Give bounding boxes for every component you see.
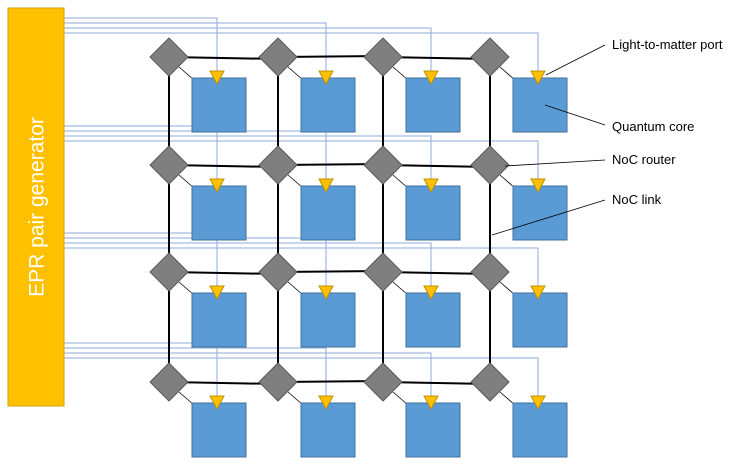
epr-line xyxy=(64,22,327,75)
down-triangle-icon xyxy=(530,178,546,194)
light-to-matter-ports xyxy=(209,70,546,411)
down-triangle-icon xyxy=(318,178,334,194)
down-triangle-icon xyxy=(318,70,334,86)
square-core-icon xyxy=(512,292,568,348)
square-core-icon xyxy=(405,77,461,133)
noc-routers xyxy=(149,37,510,402)
diamond-icon xyxy=(149,252,189,292)
down-triangle-icon xyxy=(530,70,546,86)
annotation-link: NoC link xyxy=(612,192,662,207)
annotation-port: Light-to-matter port xyxy=(612,37,723,52)
diamond-icon xyxy=(258,145,298,185)
diamond-icon xyxy=(149,362,189,402)
diamond-icon xyxy=(149,145,189,185)
diamond-icon xyxy=(258,362,298,402)
annotation-core: Quantum core xyxy=(612,119,694,134)
epr-pair-generator-label: EPR pair generator xyxy=(26,117,49,297)
epr-line xyxy=(64,135,432,183)
square-core-icon xyxy=(191,77,247,133)
square-core-icon xyxy=(300,185,356,241)
down-triangle-icon xyxy=(423,395,439,411)
square-core-icon xyxy=(512,185,568,241)
down-triangle-icon xyxy=(209,285,225,301)
square-core-icon xyxy=(405,292,461,348)
square-core-icon xyxy=(300,402,356,458)
down-triangle-icon xyxy=(423,285,439,301)
down-triangle-icon xyxy=(318,285,334,301)
square-core-icon xyxy=(405,402,461,458)
diamond-icon xyxy=(258,252,298,292)
epr-line xyxy=(64,232,218,290)
epr-line xyxy=(64,125,218,183)
square-core-icon xyxy=(300,77,356,133)
down-triangle-icon xyxy=(530,395,546,411)
square-core-icon xyxy=(512,77,568,133)
port-callout-line xyxy=(545,44,606,76)
down-triangle-icon xyxy=(209,70,225,86)
diamond-icon xyxy=(470,37,510,77)
down-triangle-icon xyxy=(209,395,225,411)
diamond-icon xyxy=(363,37,403,77)
epr-line xyxy=(64,140,539,183)
router-callout-line xyxy=(504,159,606,167)
epr-line xyxy=(64,17,218,75)
epr-line xyxy=(64,347,327,400)
down-triangle-icon xyxy=(423,70,439,86)
down-triangle-icon xyxy=(209,178,225,194)
down-triangle-icon xyxy=(530,285,546,301)
down-triangle-icon xyxy=(423,178,439,194)
square-core-icon xyxy=(512,402,568,458)
diamond-icon xyxy=(470,252,510,292)
square-core-icon xyxy=(191,185,247,241)
annotations: Light-to-matter port Quantum core NoC ro… xyxy=(491,37,723,236)
epr-line xyxy=(64,352,432,400)
diamond-icon xyxy=(363,252,403,292)
core-callout-line xyxy=(544,104,606,126)
square-core-icon xyxy=(191,292,247,348)
diamond-icon xyxy=(363,362,403,402)
diamond-icon xyxy=(470,362,510,402)
link-callout-line xyxy=(491,199,606,236)
epr-line xyxy=(64,242,432,290)
epr-line xyxy=(64,357,539,400)
epr-line xyxy=(64,27,432,75)
square-core-icon xyxy=(405,185,461,241)
diamond-icon xyxy=(363,145,403,185)
down-triangle-icon xyxy=(318,395,334,411)
square-core-icon xyxy=(300,292,356,348)
annotation-router: NoC router xyxy=(612,152,676,167)
diamond-icon xyxy=(258,37,298,77)
epr-line xyxy=(64,32,539,75)
diamond-icon xyxy=(470,145,510,185)
epr-line xyxy=(64,247,539,290)
quantum-cores xyxy=(191,77,568,458)
epr-pair-generator-block xyxy=(7,7,65,407)
epr-line xyxy=(64,342,218,400)
square-core-icon xyxy=(191,402,247,458)
diamond-icon xyxy=(149,37,189,77)
